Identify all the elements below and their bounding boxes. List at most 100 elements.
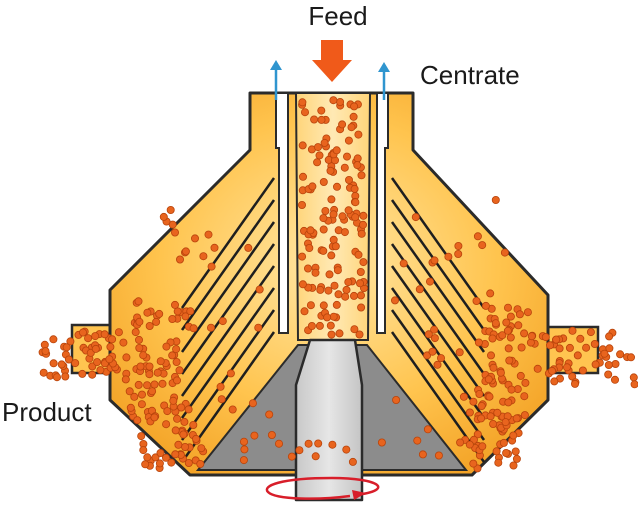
particle bbox=[79, 328, 88, 337]
particle bbox=[317, 106, 326, 115]
particle bbox=[357, 171, 366, 180]
particle bbox=[313, 158, 322, 167]
particle bbox=[332, 182, 341, 191]
particle bbox=[139, 351, 148, 360]
particle bbox=[359, 258, 368, 267]
particle bbox=[478, 241, 487, 250]
particle bbox=[477, 401, 486, 410]
particle bbox=[328, 440, 337, 449]
particle bbox=[527, 332, 536, 341]
particle bbox=[436, 354, 445, 363]
disc-line bbox=[390, 287, 486, 419]
particle bbox=[175, 255, 184, 264]
particle bbox=[134, 380, 143, 389]
particle bbox=[511, 447, 520, 456]
particle bbox=[326, 166, 335, 175]
particle bbox=[321, 206, 330, 215]
particle bbox=[520, 411, 529, 420]
particle bbox=[428, 347, 437, 356]
particle bbox=[504, 344, 513, 353]
particle bbox=[181, 247, 190, 256]
particle bbox=[91, 344, 100, 353]
particle bbox=[306, 226, 315, 235]
particle bbox=[327, 330, 336, 339]
particle bbox=[356, 291, 365, 300]
particle bbox=[548, 366, 557, 375]
particle bbox=[329, 235, 338, 244]
particle bbox=[520, 329, 529, 338]
particle bbox=[143, 308, 152, 317]
particle bbox=[469, 459, 478, 468]
particle bbox=[168, 220, 177, 229]
particle bbox=[119, 338, 128, 347]
particle bbox=[315, 151, 324, 160]
particle bbox=[481, 301, 490, 310]
particle bbox=[349, 112, 358, 121]
particle bbox=[568, 326, 577, 335]
particle bbox=[430, 325, 439, 334]
particle bbox=[168, 351, 177, 360]
particle bbox=[319, 177, 328, 186]
particle bbox=[499, 438, 508, 447]
particle bbox=[250, 431, 259, 440]
disc-line bbox=[180, 199, 276, 331]
particle bbox=[316, 285, 325, 294]
particle bbox=[591, 360, 600, 369]
particle bbox=[444, 252, 453, 261]
particle bbox=[106, 342, 115, 351]
particle bbox=[78, 369, 87, 378]
particle bbox=[489, 419, 498, 428]
particle bbox=[122, 353, 131, 362]
particle bbox=[298, 98, 307, 107]
particle bbox=[297, 200, 306, 209]
particle bbox=[424, 330, 433, 339]
particle bbox=[141, 460, 150, 469]
particle bbox=[189, 324, 198, 333]
particle bbox=[492, 447, 501, 456]
particle bbox=[172, 357, 181, 366]
particle bbox=[174, 440, 183, 449]
particle bbox=[344, 136, 353, 145]
particle bbox=[305, 243, 314, 252]
particle bbox=[319, 214, 328, 223]
particle bbox=[333, 266, 342, 275]
particle bbox=[504, 398, 513, 407]
particle bbox=[139, 446, 148, 455]
particle bbox=[287, 452, 296, 461]
particle bbox=[150, 413, 159, 422]
particle bbox=[39, 368, 48, 377]
particle bbox=[199, 252, 208, 261]
particle bbox=[630, 380, 638, 389]
particle bbox=[571, 379, 580, 388]
particle bbox=[66, 337, 75, 346]
particle bbox=[239, 456, 248, 465]
solid-particles bbox=[38, 96, 638, 473]
particle bbox=[340, 228, 349, 237]
particle bbox=[358, 220, 367, 229]
product-label: Product bbox=[2, 397, 92, 427]
particle bbox=[357, 229, 366, 238]
particle bbox=[377, 438, 386, 447]
particle bbox=[114, 328, 123, 337]
particle bbox=[134, 335, 143, 344]
particle bbox=[137, 390, 146, 399]
particle bbox=[162, 342, 171, 351]
particle bbox=[576, 334, 585, 343]
particle bbox=[130, 392, 139, 401]
particle bbox=[604, 370, 613, 379]
particle bbox=[300, 108, 309, 117]
particle bbox=[210, 243, 219, 252]
particle bbox=[143, 381, 152, 390]
particle bbox=[344, 206, 353, 215]
particle bbox=[171, 450, 180, 459]
particle bbox=[477, 414, 486, 423]
particle bbox=[491, 319, 500, 328]
disc-line bbox=[390, 309, 486, 441]
particle bbox=[319, 225, 328, 234]
particle bbox=[474, 338, 483, 347]
particle bbox=[565, 343, 574, 352]
particle bbox=[96, 366, 105, 375]
particle bbox=[324, 286, 333, 295]
particle bbox=[131, 328, 140, 337]
